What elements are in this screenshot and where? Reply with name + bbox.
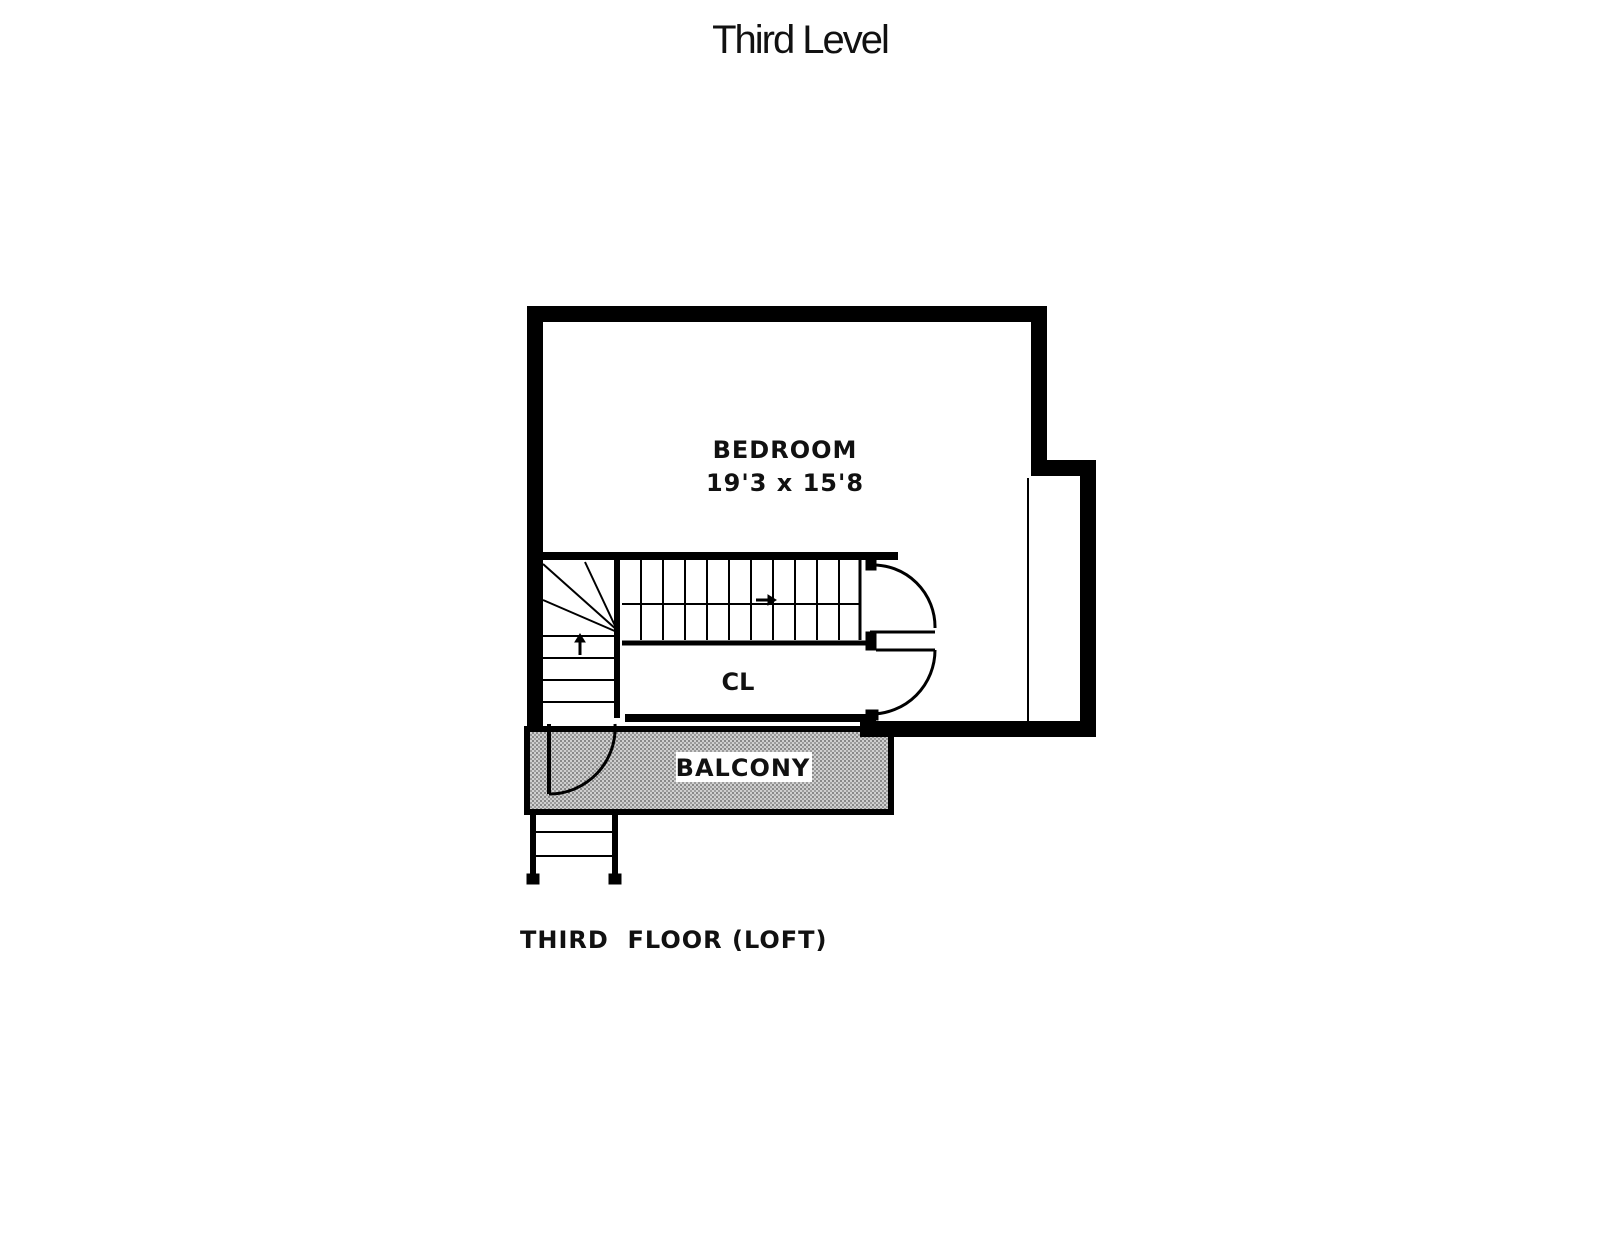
balcony-door — [547, 723, 617, 796]
outer-walls — [527, 306, 1096, 737]
floor-label: THIRD FLOOR (LOFT) — [520, 926, 828, 954]
bedroom-name: BEDROOM — [713, 436, 858, 464]
staircase — [542, 552, 898, 722]
closet-label: CL — [722, 668, 755, 696]
balcony-label: BALCONY — [676, 754, 811, 782]
closet-doors — [865, 559, 937, 721]
exterior-stair — [526, 809, 622, 885]
balcony-area — [524, 726, 894, 815]
page-title: Third Level — [712, 18, 890, 62]
bedroom-dimensions: 19'3 x 15'8 — [706, 469, 864, 497]
